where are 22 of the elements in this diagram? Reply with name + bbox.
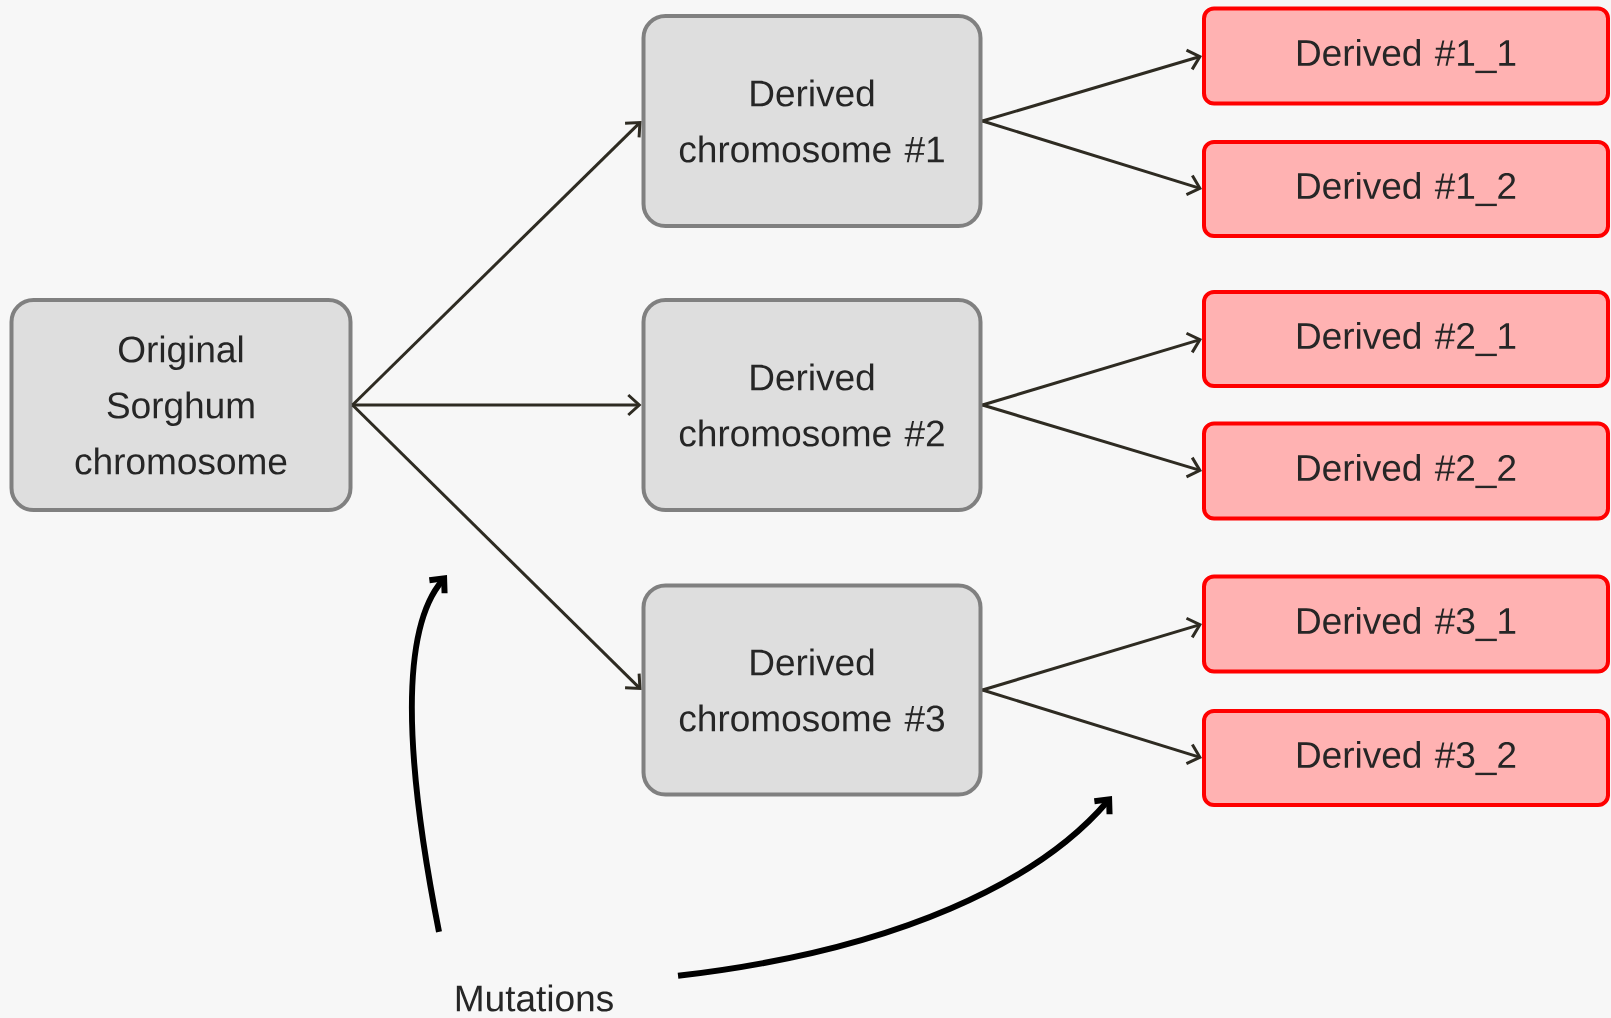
arrow bbox=[982, 616, 1202, 692]
process-box: Derived chromosome #3 bbox=[641, 583, 983, 797]
result-box: Derived #3_2 bbox=[1202, 709, 1610, 807]
curved-arrow bbox=[409, 575, 448, 933]
process-box: Derived chromosome #2 bbox=[641, 298, 983, 512]
arrow bbox=[982, 48, 1202, 123]
process-box: Derived chromosome #1 bbox=[641, 14, 983, 228]
annotation-text: Mutations bbox=[456, 984, 613, 1012]
arrow bbox=[982, 403, 1202, 479]
result-box: Derived #2_1 bbox=[1202, 290, 1610, 388]
arrow bbox=[351, 403, 642, 690]
result-box: Derived #1_2 bbox=[1202, 140, 1610, 238]
arrow bbox=[352, 393, 642, 417]
curved-arrow bbox=[677, 796, 1113, 979]
process-box: Original Sorghum chromosome bbox=[9, 298, 353, 512]
result-box: Derived #2_2 bbox=[1202, 421, 1610, 521]
result-box: Derived #3_1 bbox=[1202, 574, 1610, 674]
arrow bbox=[982, 119, 1202, 196]
arrow bbox=[351, 121, 642, 407]
arrow bbox=[982, 331, 1202, 407]
arrow bbox=[982, 688, 1202, 765]
result-box: Derived #1_1 bbox=[1202, 6, 1610, 106]
